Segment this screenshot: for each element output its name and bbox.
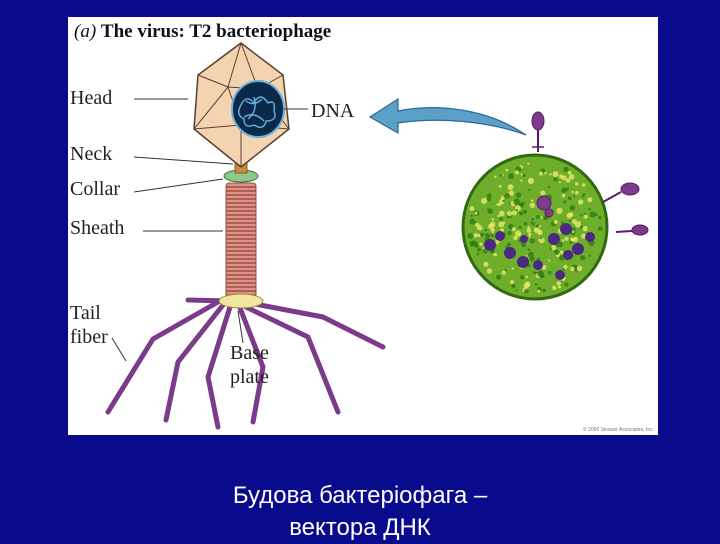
label-head: Head — [70, 87, 113, 109]
diagram-graphic — [105, 42, 649, 430]
label-sheath: Sheath — [70, 217, 125, 239]
label-tail-fiber-line2: fiber — [70, 326, 108, 348]
label-neck: Neck — [70, 143, 113, 165]
bacterium-cell — [461, 153, 609, 301]
sheath — [225, 182, 257, 300]
label-dna: DNA — [311, 100, 355, 122]
slide-caption: Будова бактеріофага – вектора ДНК — [0, 480, 720, 544]
tail-fibers — [105, 297, 386, 430]
label-tail-fiber-line1: Tail — [70, 302, 101, 324]
attached-phages — [531, 111, 649, 236]
base-plate — [218, 293, 264, 309]
figure-part-label: (a) — [74, 21, 97, 42]
leader-lines — [111, 98, 308, 362]
label-collar: Collar — [70, 178, 120, 200]
diagram-figure: (a) The virus: T2 bacteriophage Head Nec… — [68, 17, 658, 435]
dna-coil — [231, 80, 285, 138]
label-base-plate-line1: Base — [230, 342, 269, 364]
dna-arrow — [368, 97, 527, 136]
caption-line-2: вектора ДНК — [289, 514, 431, 541]
caption-line-1: Будова бактеріофага – — [232, 482, 488, 509]
label-base-plate-line2: plate — [230, 366, 269, 388]
figure-title: (a) The virus: T2 bacteriophage — [74, 21, 331, 43]
copyright-note: © 2000 Sinauer Associates, Inc. — [583, 427, 654, 433]
figure-title-text: The virus: T2 bacteriophage — [100, 21, 332, 42]
phage-dna-clusters — [484, 223, 595, 280]
